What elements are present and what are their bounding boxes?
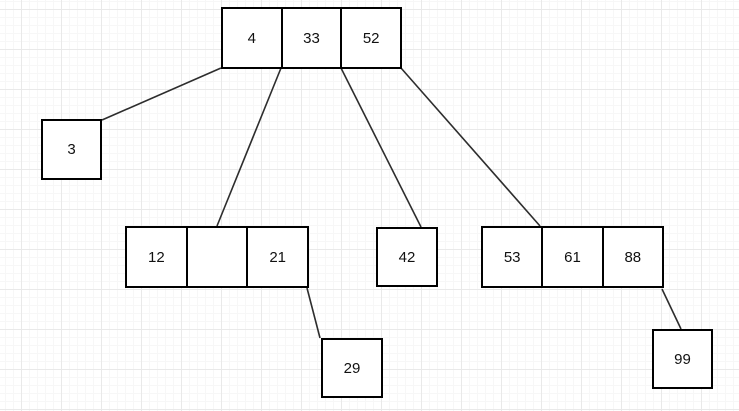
btree-node-leaf-3[interactable]: 3	[41, 119, 102, 180]
node-cell[interactable]: 12	[127, 228, 188, 286]
node-cell[interactable]: 99	[674, 350, 691, 368]
node-cell[interactable]: 21	[269, 248, 287, 266]
btree-node-leaf-99[interactable]: 99	[652, 329, 713, 389]
edge-node-53-61-88-to-leaf-99[interactable]	[661, 288, 682, 330]
node-cell-empty[interactable]	[188, 228, 249, 286]
edge-root-to-node-53-61-88[interactable]	[400, 67, 541, 227]
node-cell[interactable]: 88	[624, 248, 642, 266]
node-cell[interactable]: 33	[283, 9, 343, 67]
edge-root-to-leaf-42[interactable]	[340, 67, 422, 228]
edge-root-to-leaf-3[interactable]	[101, 67, 222, 121]
node-cell[interactable]: 29	[343, 359, 361, 377]
node-cell[interactable]: 52	[362, 29, 380, 47]
node-cell[interactable]: 53	[483, 228, 544, 286]
edge-root-to-node-12-21[interactable]	[216, 67, 282, 227]
btree-node-leaf-42[interactable]: 42	[376, 227, 438, 287]
btree-node-leaf-29[interactable]: 29	[321, 338, 383, 398]
node-cell[interactable]: 3	[67, 141, 76, 158]
node-cell[interactable]: 61	[543, 228, 604, 286]
btree-node-12-21[interactable]: 12 21	[125, 226, 309, 288]
btree-node-53-61-88[interactable]: 53 61 88	[481, 226, 664, 288]
edge-node-12-21-to-leaf-29[interactable]	[306, 287, 321, 339]
btree-node-root[interactable]: 4 33 52	[221, 7, 402, 69]
node-cell[interactable]: 4	[223, 9, 283, 67]
node-cell[interactable]: 42	[398, 248, 416, 266]
